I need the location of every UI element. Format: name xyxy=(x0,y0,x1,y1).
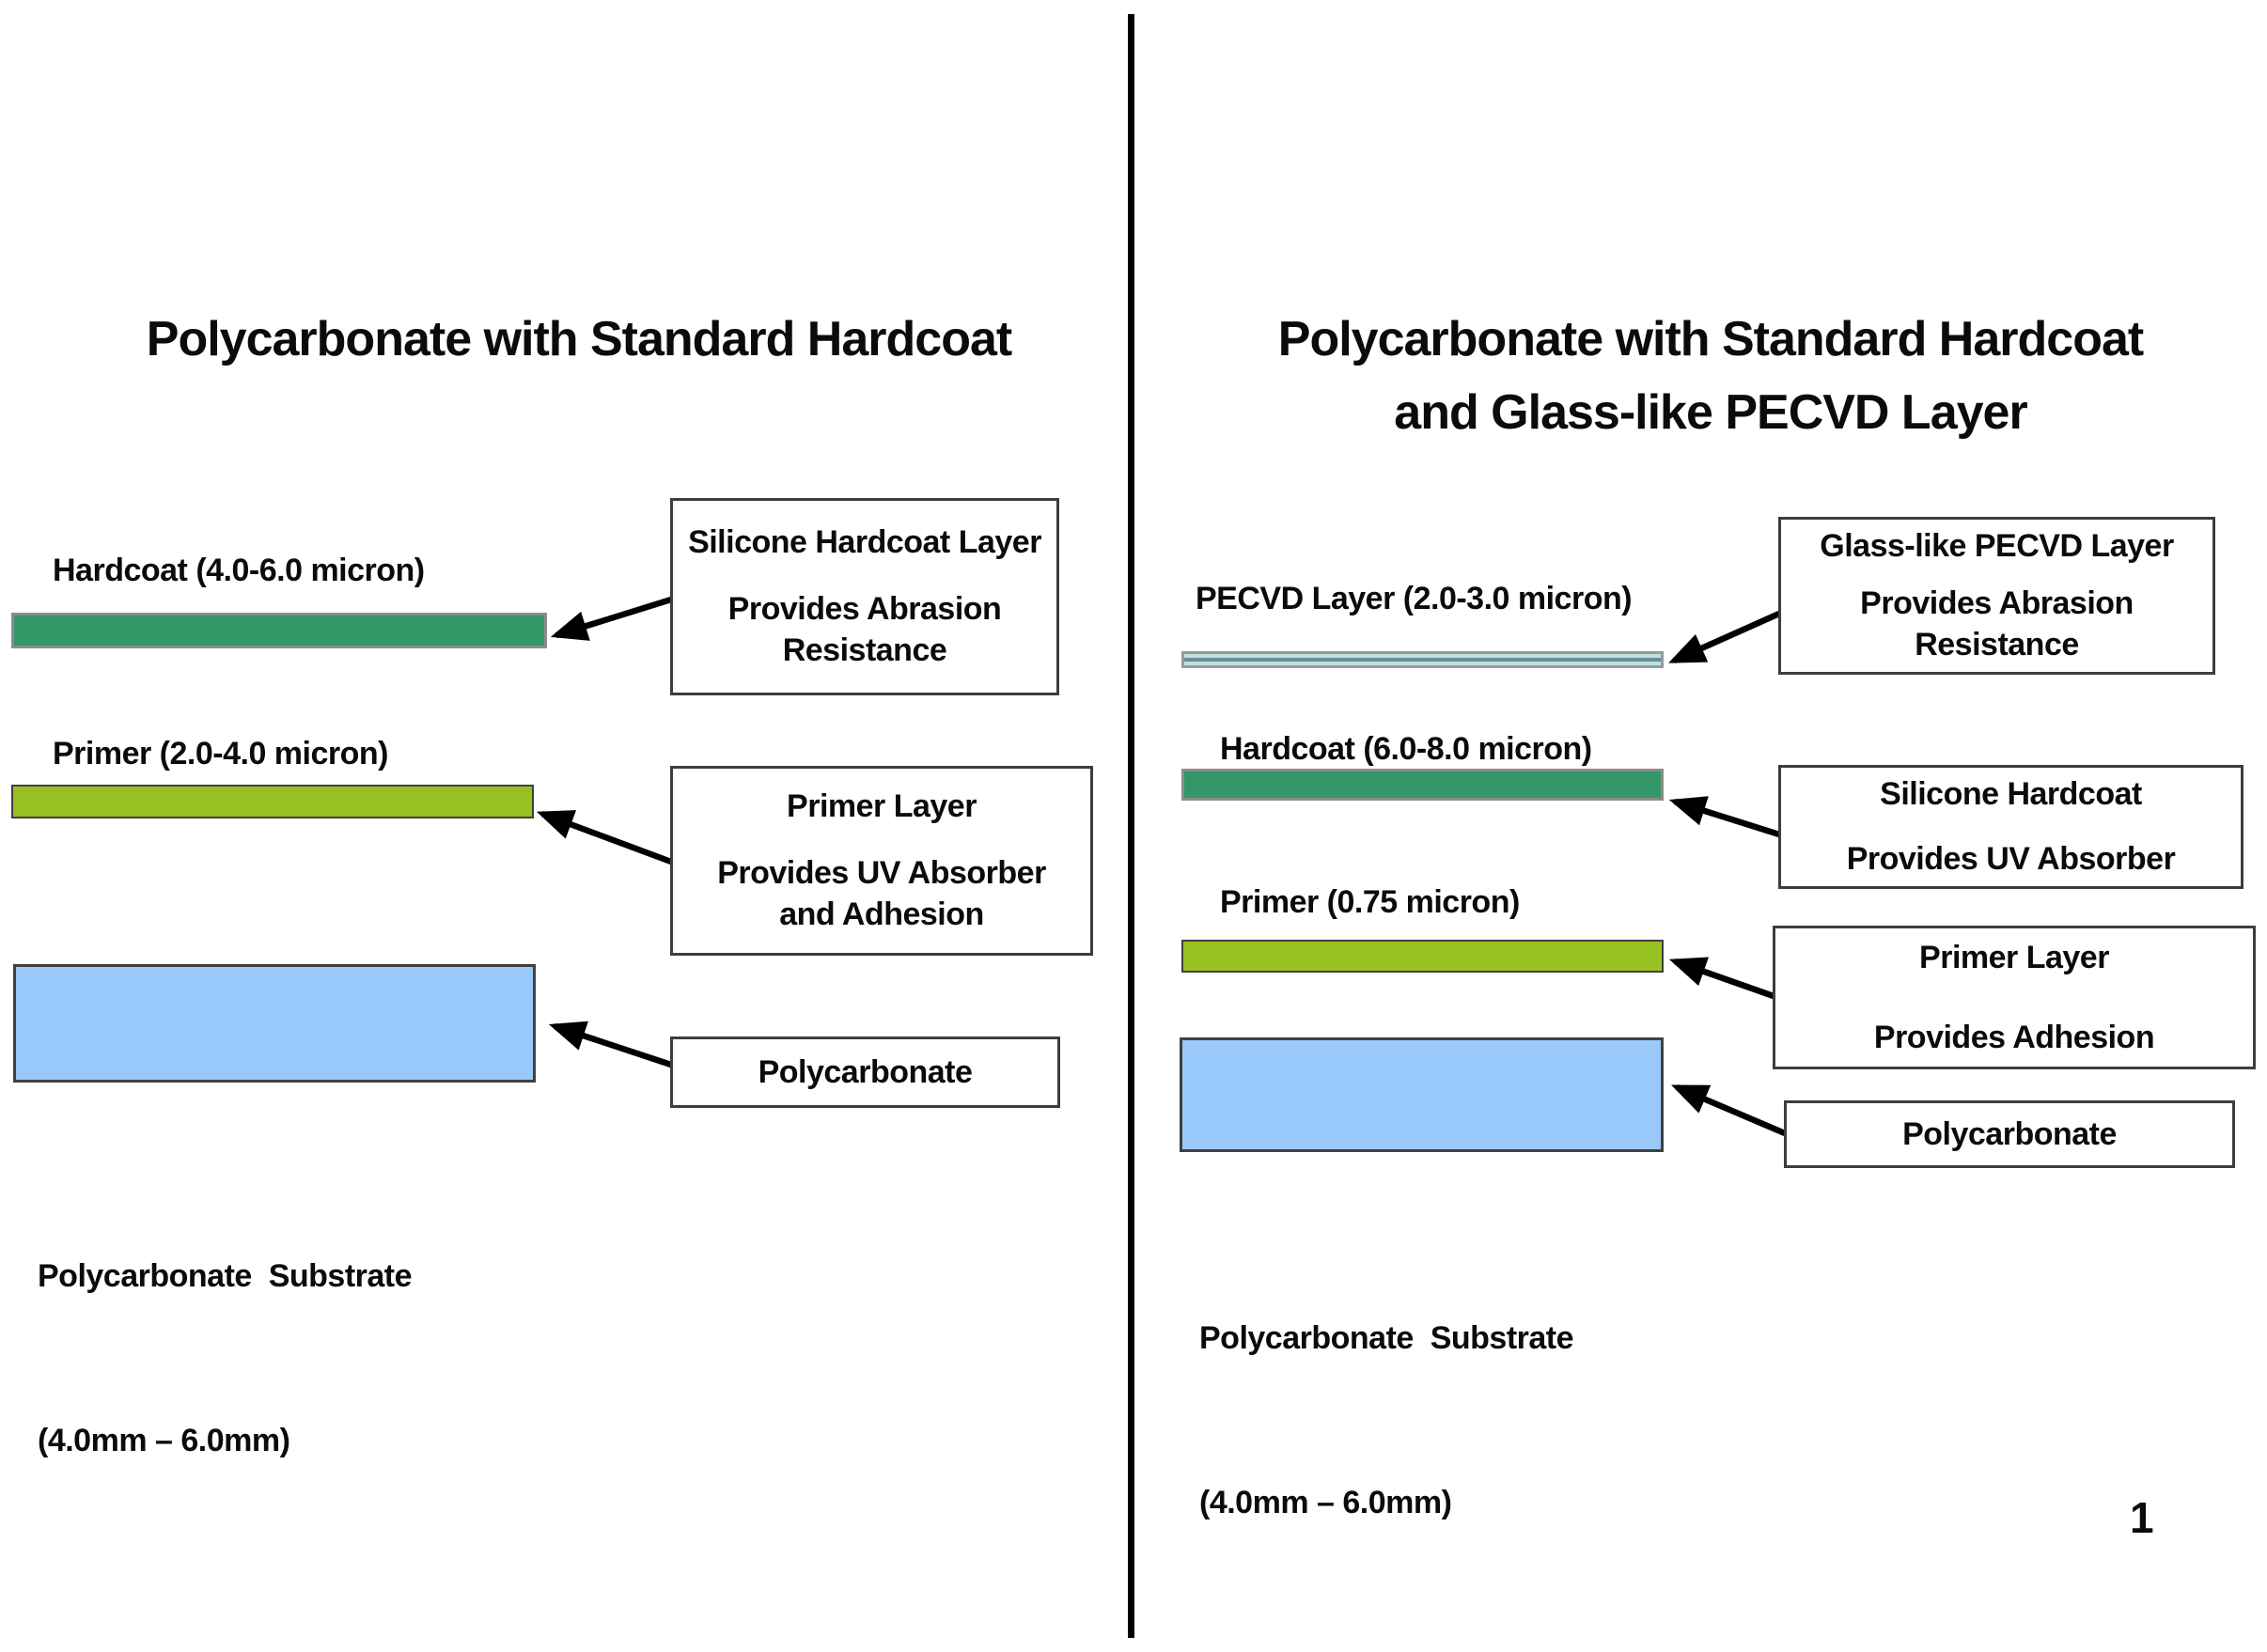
left-substrate-label-line1: Polycarbonate Substrate xyxy=(38,1257,413,1294)
right-hardcoat-callout: Silicone Hardcoat Provides UV Absorber xyxy=(1778,765,2244,889)
left-substrate-arrow xyxy=(548,1021,673,1068)
left-primer-bar xyxy=(11,785,534,818)
callout-title: Primer Layer xyxy=(1919,939,2109,975)
callout-body: Provides Abrasion Resistance xyxy=(727,590,1002,669)
callout-title: Polycarbonate xyxy=(758,1053,973,1090)
pecvd-bar-midline xyxy=(1184,658,1661,662)
left-primer-label: Primer (2.0-4.0 micron) xyxy=(53,736,388,771)
left-panel-title: Polycarbonate with Standard Hardcoat xyxy=(146,312,1012,366)
right-substrate-arrow xyxy=(1671,1084,1787,1136)
right-hardcoat-bar xyxy=(1181,769,1664,801)
right-hardcoat-arrow xyxy=(1668,796,1780,838)
left-primer-callout: Primer Layer Provides UV Absorber and Ad… xyxy=(670,766,1093,956)
right-panel-title-line1: Polycarbonate with Standard Hardcoat xyxy=(1277,312,2144,366)
right-panel-title: Polycarbonate with Standard Hardcoat and… xyxy=(1212,303,2209,449)
callout-body: Provides UV Absorber xyxy=(1846,841,2176,877)
callout-title: Polycarbonate xyxy=(1902,1115,2117,1152)
left-substrate-label: Polycarbonate Substrate (4.0mm – 6.0mm) xyxy=(38,1139,413,1579)
right-panel-title-line2: and Glass-like PECVD Layer xyxy=(1394,385,2027,440)
right-primer-arrow xyxy=(1668,957,1775,1000)
left-hardcoat-bar xyxy=(11,613,547,648)
left-hardcoat-callout: Silicone Hardcoat Layer Provides Abrasio… xyxy=(670,498,1059,695)
right-pecvd-label: PECVD Layer (2.0-3.0 micron) xyxy=(1196,581,1633,616)
right-hardcoat-label: Hardcoat (6.0-8.0 micron) xyxy=(1220,731,1592,767)
left-substrate-label-line2: (4.0mm – 6.0mm) xyxy=(38,1423,290,1459)
left-hardcoat-arrow xyxy=(550,596,672,641)
right-substrate-bar xyxy=(1180,1037,1664,1152)
right-pecvd-arrow xyxy=(1668,611,1781,663)
right-pecvd-callout: Glass-like PECVD Layer Provides Abrasion… xyxy=(1778,517,2215,675)
right-pecvd-bar xyxy=(1181,651,1664,668)
callout-body: Provides UV Absorber and Adhesion xyxy=(717,854,1046,933)
callout-title: Primer Layer xyxy=(787,787,977,824)
callout-title: Glass-like PECVD Layer xyxy=(1820,527,2174,564)
panel-divider xyxy=(1128,14,1134,1638)
right-primer-bar xyxy=(1181,940,1664,973)
left-primer-arrow xyxy=(536,810,673,865)
right-substrate-label-line1: Polycarbonate Substrate xyxy=(1199,1319,1574,1356)
right-substrate-label: Polycarbonate Substrate (4.0mm – 6.0mm) xyxy=(1199,1201,1574,1641)
left-substrate-bar xyxy=(13,964,536,1083)
left-hardcoat-label: Hardcoat (4.0-6.0 micron) xyxy=(53,553,425,588)
right-primer-callout: Primer Layer Provides Adhesion xyxy=(1773,926,2256,1069)
right-substrate-label-line2: (4.0mm – 6.0mm) xyxy=(1199,1485,1452,1521)
callout-title: Silicone Hardcoat Layer xyxy=(688,523,1041,560)
left-substrate-callout: Polycarbonate xyxy=(670,1036,1060,1108)
callout-body: Provides Abrasion Resistance xyxy=(1860,584,2134,663)
callout-title: Silicone Hardcoat xyxy=(1880,776,2142,813)
right-substrate-callout: Polycarbonate xyxy=(1784,1100,2235,1168)
callout-body: Provides Adhesion xyxy=(1873,1019,2155,1055)
right-primer-label: Primer (0.75 micron) xyxy=(1220,884,1520,920)
page-number: 1 xyxy=(2130,1493,2154,1542)
